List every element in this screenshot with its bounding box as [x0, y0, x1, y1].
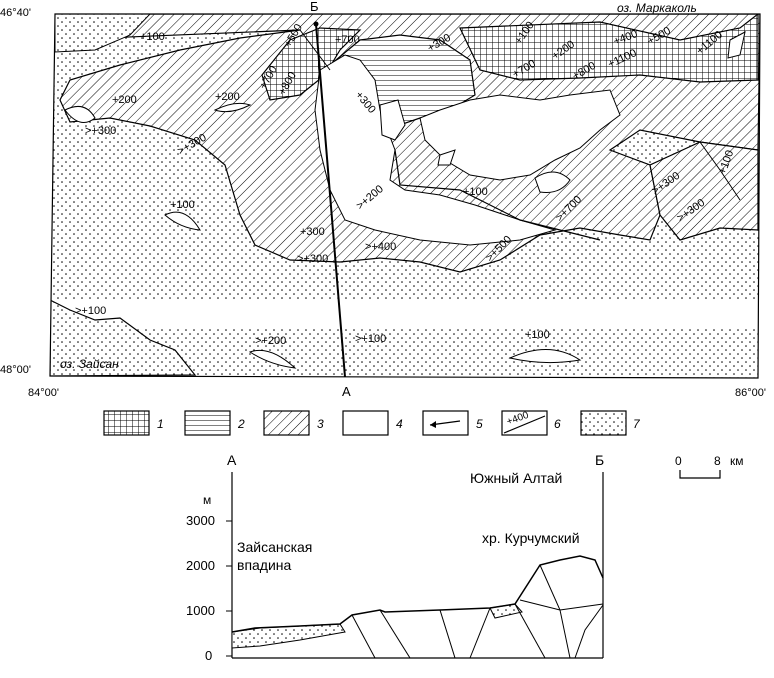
legend-item-6: +400 6 — [501, 410, 561, 436]
profile-fault — [469, 607, 491, 659]
contour-label: >+100 — [75, 305, 106, 317]
scale-unit-label: км — [730, 454, 744, 468]
contour-label: +100 — [140, 31, 165, 43]
legend-number: 5 — [476, 417, 483, 431]
label-south-altai: Южный Алтай — [470, 470, 562, 486]
map-zone-grid-east — [459, 14, 759, 83]
lake-zaisan-label: оз. Зайсан — [60, 357, 119, 371]
profile-end-north-marker — [313, 21, 319, 27]
map-lens-3 — [508, 349, 582, 364]
arrow-head-icon — [430, 421, 436, 428]
profile-fault — [519, 599, 604, 611]
legend-number: 2 — [237, 417, 245, 431]
map-lens-1 — [164, 211, 201, 231]
legend-number: 3 — [317, 417, 324, 431]
fault-line-2 — [299, 29, 331, 71]
contour-label: +100 — [170, 199, 195, 211]
legend-swatch-grid — [103, 410, 150, 436]
legend-item-7: 7 — [580, 410, 641, 436]
contour-label: >+300 — [85, 125, 116, 137]
contour-label: +700 — [335, 34, 360, 46]
map-lens-5 — [64, 105, 96, 123]
profile-y-unit: м — [203, 493, 211, 507]
contour-label: >+100 — [355, 333, 386, 345]
map-lens-8 — [379, 99, 406, 141]
corner-bottom-left-label: 84°00' — [28, 387, 59, 399]
profile-fault — [351, 614, 376, 659]
y-tick-label: 0 — [205, 648, 212, 663]
profile-end-right-label: Б — [595, 452, 604, 468]
legend-swatch-dots — [580, 410, 627, 436]
legend-item-3: 3 — [263, 410, 324, 436]
fault-line-1 — [394, 149, 601, 241]
map-zone-grid-west — [261, 27, 362, 101]
profile-end-left-label: А — [227, 452, 237, 468]
contour-label: +100 — [463, 186, 488, 198]
profile-fault — [539, 564, 571, 659]
legend-number: 1 — [157, 417, 164, 431]
profile-end-north-label: Б — [310, 0, 319, 14]
scale-bar-line — [679, 470, 721, 479]
contour-label: >+400 — [365, 241, 396, 253]
map-zone-hatched-east — [649, 141, 759, 241]
contour-label: >+300 — [297, 253, 328, 265]
map-lens-9 — [727, 31, 746, 59]
label-kurchum-ridge: хр. Курчумский — [482, 530, 580, 546]
map: 46°40' 48°00' 84°00' 86°00' оз. Маркакол… — [0, 0, 766, 399]
legend-swatch-blank — [342, 410, 389, 436]
profile-faults — [351, 564, 604, 659]
map-lens-2 — [248, 349, 297, 369]
map-zone-blank-2 — [419, 89, 621, 181]
map-lens-7 — [437, 149, 456, 166]
profile-end-south-label: А — [342, 384, 351, 399]
map-lens-4 — [213, 102, 252, 113]
label-zaisan-line1: Зайсанская — [237, 539, 312, 555]
legend-number: 4 — [396, 417, 403, 431]
contour-label: +200 — [112, 94, 137, 106]
profile-fault — [379, 609, 411, 659]
profile-dotted-sediment — [231, 623, 346, 649]
legend-item-4: 4 — [342, 410, 403, 436]
corner-bottom-right-label: 86°00' — [735, 387, 766, 399]
contour-label: +200 — [215, 91, 240, 103]
y-tick-label: 2000 — [186, 558, 215, 573]
legend: 1 2 3 4 5 +400 6 7 — [103, 410, 641, 436]
legend-swatch-fault — [422, 410, 469, 436]
label-zaisan-line2: впадина — [237, 557, 292, 573]
contour-label: +300 — [300, 226, 325, 238]
contour-line-icon — [503, 415, 546, 434]
map-lens-6 — [534, 171, 571, 193]
legend-swatch-hatch — [263, 410, 310, 436]
map-zone-hatched — [54, 14, 760, 273]
legend-number: 7 — [633, 417, 641, 431]
y-tick-label: 3000 — [186, 513, 215, 528]
legend-number: 6 — [554, 417, 561, 431]
profile-line — [315, 23, 346, 378]
profile-y-ticks: 3000 2000 1000 0 — [186, 513, 232, 663]
lake-markakol-label: оз. Маркаколь — [617, 1, 697, 15]
scale-bar: 0 8 км — [675, 454, 744, 479]
profile-fault — [439, 609, 456, 659]
map-frame — [49, 13, 761, 379]
scale-end-label: 8 — [714, 454, 721, 468]
profile-fault — [514, 603, 546, 659]
contour-label: >+200 — [255, 335, 286, 347]
scale-start-label: 0 — [675, 454, 682, 468]
legend-item-5: 5 — [422, 410, 483, 436]
legend-swatch-horizontal — [184, 410, 231, 436]
contour-label: +100 — [525, 329, 550, 341]
fault-line-3 — [699, 141, 741, 201]
map-zone-blank-band — [50, 300, 760, 328]
profile-fault — [574, 604, 604, 659]
y-tick-label: 1000 — [186, 603, 215, 618]
cross-section-profile: А Б м 3000 2000 1000 0 — [186, 452, 604, 663]
legend-item-1: 1 — [103, 410, 164, 436]
corner-sw-label: 48°00' — [0, 364, 31, 376]
corner-nw-label: 46°40' — [0, 7, 31, 19]
legend-item-2: 2 — [184, 410, 245, 436]
